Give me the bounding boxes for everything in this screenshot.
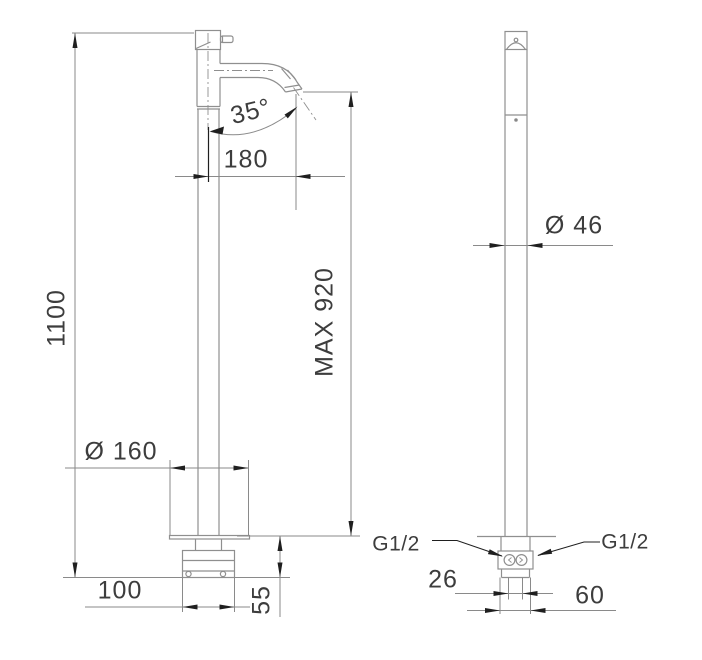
front-view-centerlines xyxy=(207,33,317,130)
side-view-linework xyxy=(477,30,556,579)
dim-label-connection-width: 60 xyxy=(575,581,605,610)
front-view-linework xyxy=(168,29,303,579)
lever-pin-end xyxy=(513,37,519,43)
spout-inner-edge xyxy=(220,76,287,93)
front-view-arrowheads xyxy=(72,33,354,610)
dim-label-spout-reach: 180 xyxy=(223,145,269,174)
cover-plate xyxy=(168,534,251,540)
dim-label-base-width: 100 xyxy=(97,576,143,605)
base-screw xyxy=(185,570,192,578)
inlet-port-right xyxy=(515,553,528,566)
valve-block xyxy=(497,550,534,570)
inlet-port-mark xyxy=(507,557,512,563)
spout-outer-edge xyxy=(220,62,303,90)
base-block xyxy=(181,549,236,579)
set-screw-dot xyxy=(514,118,518,122)
handle-cap-side xyxy=(504,30,528,51)
spout-outlet-face xyxy=(285,88,303,93)
spout-break-tick xyxy=(281,68,291,80)
spout-aerator-line xyxy=(284,84,300,89)
side-view-leaders xyxy=(432,540,600,557)
dim-label-inlet-spacing: 26 xyxy=(428,565,458,594)
dim-label-overall-height: 1100 xyxy=(42,289,71,347)
dim-label-inlet-left-thread: G1/2 xyxy=(372,532,420,556)
handle-dome xyxy=(506,42,526,50)
leader-right xyxy=(537,541,600,556)
outlet-axis-centerline xyxy=(293,87,317,121)
inlet-port-mark xyxy=(519,557,524,563)
side-view-dimensions xyxy=(455,245,616,614)
leader-left xyxy=(432,540,503,557)
handle-lever-edge xyxy=(195,41,211,50)
lever-pin xyxy=(219,35,234,44)
dim-label-inlet-right-thread: G1/2 xyxy=(601,530,649,554)
inlet-port-left xyxy=(503,553,516,566)
dim-label-base-plate-diameter: Ø 160 xyxy=(84,437,158,466)
base-screw xyxy=(219,570,227,578)
spout-break-tick xyxy=(287,69,297,81)
side-view-arrowheads xyxy=(485,243,553,613)
dim-label-column-diameter: Ø 46 xyxy=(544,211,604,240)
dim-label-max-height: MAX 920 xyxy=(310,267,339,377)
dim-label-base-height: 55 xyxy=(247,585,276,615)
